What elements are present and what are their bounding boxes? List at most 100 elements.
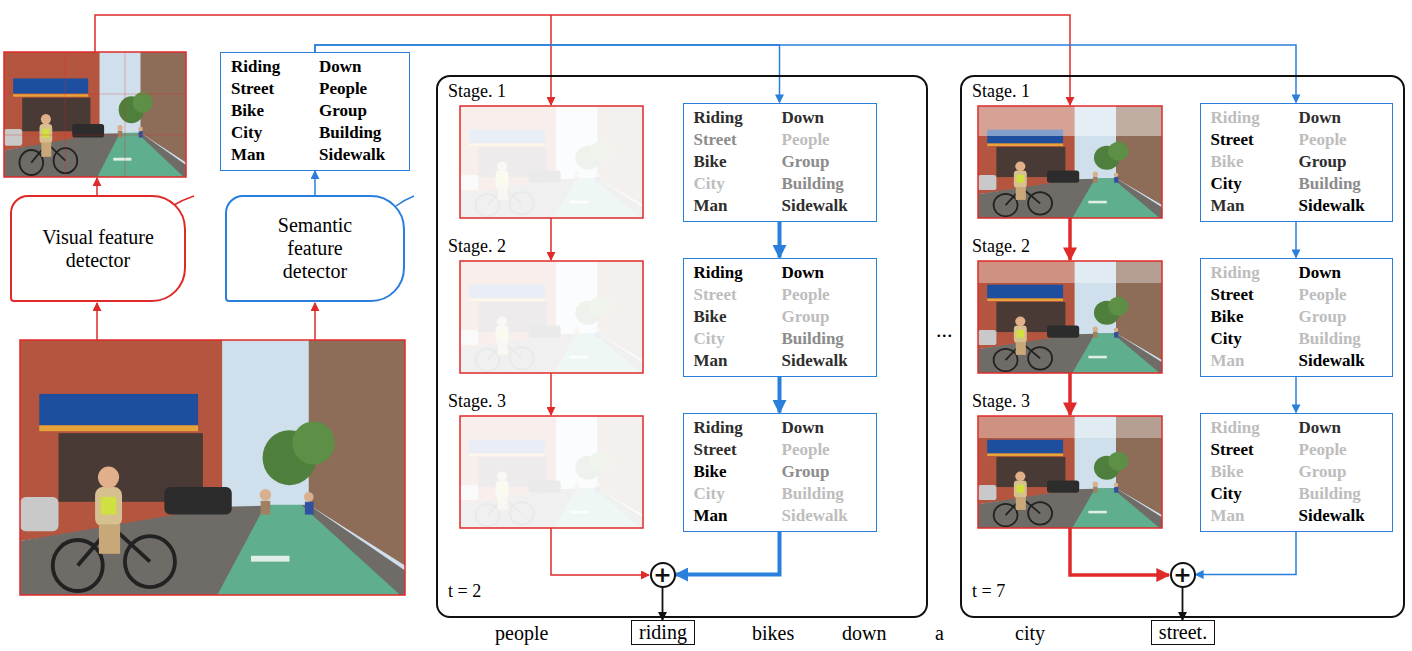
- word-list-box: RidingDownStreetPeopleBikeGroupCityBuild…: [683, 413, 877, 532]
- feature-word: Riding: [1211, 263, 1260, 283]
- detector-box: Visual feature detector: [10, 195, 186, 302]
- stage-label: Stage. 1: [972, 80, 1030, 102]
- feature-word: Street: [231, 79, 274, 99]
- connector-arrow: [1196, 532, 1297, 575]
- feature-word: Group: [319, 101, 367, 121]
- feature-word: Down: [1299, 108, 1342, 128]
- feature-word: Riding: [694, 418, 743, 438]
- feature-word: Building: [1299, 329, 1361, 349]
- feature-word: Down: [1299, 263, 1342, 283]
- feature-word: Group: [1299, 152, 1347, 172]
- word-list-box: RidingDownStreetPeopleBikeGroupCityBuild…: [1200, 413, 1393, 532]
- feature-word: Man: [1211, 506, 1245, 526]
- word-list-box: Riding DownStreet PeopleBike GroupCity Build…: [1200, 258, 1393, 377]
- ellipsis: ...: [936, 318, 953, 341]
- feature-word: Street: [694, 130, 737, 150]
- feature-word: Group: [782, 462, 830, 482]
- feature-word: Down: [782, 263, 825, 283]
- feature-word: People: [1299, 130, 1347, 150]
- feature-word: Street: [1211, 130, 1254, 150]
- feature-word: City: [694, 174, 725, 194]
- feature-word: Riding: [1211, 108, 1260, 128]
- feature-word: City: [1211, 329, 1242, 349]
- feature-word: Down: [319, 57, 362, 77]
- feature-word: Sidewalk: [782, 196, 848, 216]
- feature-word: City: [231, 123, 262, 143]
- connector-arrow: [778, 222, 782, 258]
- stage-label: Stage. 1: [448, 80, 506, 102]
- feature-word: Riding: [694, 108, 743, 128]
- caption-word: a: [935, 622, 944, 645]
- sum-symbol: +: [653, 565, 671, 585]
- sum-circle: +: [1170, 562, 1196, 588]
- feature-word: Building: [782, 484, 844, 504]
- feature-word: Street: [1211, 285, 1254, 305]
- caption-word-box: riding: [631, 620, 695, 645]
- connector-arrow: [314, 171, 316, 195]
- feature-word: People: [1299, 285, 1347, 305]
- input-photo: [20, 340, 405, 595]
- stage-label: Stage. 3: [972, 390, 1030, 412]
- feature-word: City: [1211, 174, 1242, 194]
- feature-word: Man: [694, 351, 728, 371]
- word-list-box: RidingDownStreetPeopleBikeGroupCityBuild…: [683, 258, 877, 377]
- caption-word: people: [495, 622, 548, 645]
- detector-box: Semantic feature detector: [225, 195, 405, 302]
- feature-word: Man: [1211, 196, 1245, 216]
- feature-word: Building: [1299, 484, 1361, 504]
- feature-word: City: [694, 329, 725, 349]
- feature-word: People: [782, 130, 830, 150]
- feature-word: Group: [782, 152, 830, 172]
- feature-word: People: [782, 440, 830, 460]
- feature-word: City: [694, 484, 725, 504]
- feature-word: Sidewalk: [319, 145, 385, 165]
- feature-map-photo: [4, 52, 186, 177]
- sum-symbol: +: [1173, 565, 1191, 585]
- feature-word: Riding: [694, 263, 743, 283]
- feature-word: Street: [694, 285, 737, 305]
- feature-word: Street: [1211, 440, 1254, 460]
- connector-arrow: [1182, 588, 1184, 621]
- visual-flow-line: [95, 15, 1169, 575]
- feature-word: Group: [1299, 307, 1347, 327]
- caption-word: city: [1015, 622, 1045, 645]
- feature-word: Bike: [694, 152, 727, 172]
- feature-word: Down: [782, 108, 825, 128]
- feature-word: Man: [694, 506, 728, 526]
- connector-arrow: [662, 588, 664, 621]
- time-step-panel: Stage. 1Stage. 2Stage. 3t = 2RidingDownS…: [436, 75, 928, 618]
- connector-arrow: [1295, 377, 1297, 413]
- feature-word: Down: [782, 418, 825, 438]
- feature-word: People: [319, 79, 367, 99]
- detector-tail: [396, 196, 414, 206]
- word-list-box: RidingDownStreetPeopleBikeGroupCityBuild…: [1200, 103, 1393, 222]
- time-step-label: t = 2: [448, 580, 481, 602]
- time-step-label: t = 7: [972, 580, 1005, 602]
- stage-label: Stage. 2: [448, 235, 506, 257]
- feature-word: City: [1211, 484, 1242, 504]
- feature-word: Sidewalk: [782, 506, 848, 526]
- feature-word: Bike: [1211, 307, 1244, 327]
- attention-map: [460, 106, 643, 528]
- feature-word: Street: [694, 440, 737, 460]
- feature-word: Man: [231, 145, 265, 165]
- attention-map: [978, 106, 1162, 528]
- caption-word: bikes: [752, 622, 794, 645]
- stage-label: Stage. 2: [972, 235, 1030, 257]
- sum-circle: +: [650, 562, 676, 588]
- word-list-box: RidingDownStreetPeopleBikeGroupCityBuild…: [220, 52, 410, 171]
- feature-word: Riding: [231, 57, 280, 77]
- caption-word: down: [842, 622, 886, 645]
- caption-word-box: street.: [1151, 620, 1215, 645]
- word-list-box: Riding DownStreet PeopleBike GroupCity Build…: [683, 103, 877, 222]
- feature-word: Bike: [1211, 152, 1244, 172]
- caption-word: riding: [639, 621, 687, 644]
- feature-word: People: [782, 285, 830, 305]
- feature-word: Building: [782, 329, 844, 349]
- feature-word: Down: [1299, 418, 1342, 438]
- connector-arrow: [1295, 222, 1297, 258]
- feature-word: Sidewalk: [782, 351, 848, 371]
- feature-word: Building: [782, 174, 844, 194]
- feature-word: Sidewalk: [1299, 196, 1365, 216]
